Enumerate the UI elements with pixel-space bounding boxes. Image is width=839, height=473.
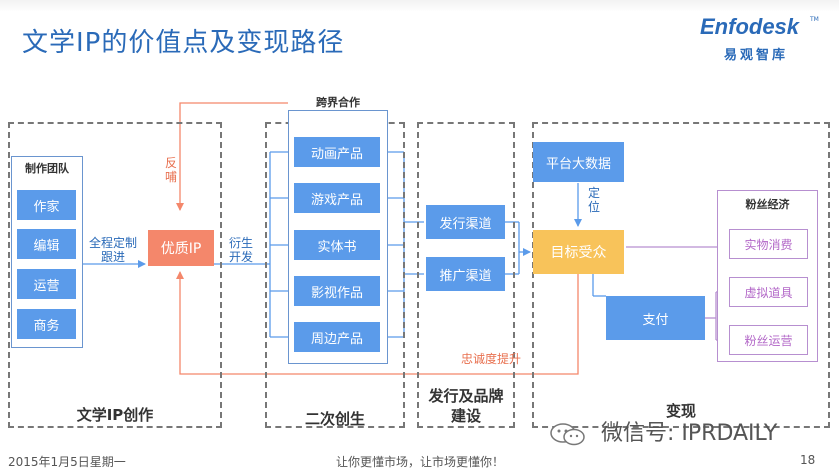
wechat-watermark: 微信号: IPRDAILY (548, 415, 777, 447)
team-member-business: 商务 (17, 309, 76, 339)
crossover-game: 游戏产品 (294, 183, 380, 213)
payment-node: 支付 (606, 296, 705, 340)
channel-distribution: 发行渠道 (426, 205, 505, 239)
fan-virtual-items: 虚拟道具 (729, 277, 808, 307)
footer-date: 2015年1月5日星期一 (8, 455, 126, 469)
fan-economy-header: 粉丝经济 (745, 198, 790, 211)
crossover-animation: 动画产品 (294, 137, 380, 167)
distribution-section (417, 122, 515, 428)
top-rule (0, 0, 839, 12)
crossover-film: 影视作品 (294, 276, 380, 306)
channel-promotion: 推广渠道 (426, 257, 505, 291)
logo-sub-text: 易观智库 (724, 48, 789, 63)
fan-operations: 粉丝运营 (729, 325, 808, 355)
wechat-id-text: 微信号: IPRDAILY (601, 421, 778, 446)
team-member-editor: 编辑 (17, 229, 76, 259)
creation-section-label: 文学IP创作 (76, 406, 154, 424)
logo-tm: TM (810, 16, 819, 23)
fan-physical-consumption: 实物消费 (729, 229, 808, 259)
crossover-merch: 周边产品 (294, 322, 380, 352)
custom-follow-label: 全程定制跟进 (88, 236, 137, 264)
team-member-operations: 运营 (17, 269, 76, 299)
derive-label: 衍生开发 (228, 236, 253, 264)
monetization-section-label: 变现 (665, 402, 696, 420)
wechat-icon (548, 421, 588, 447)
crossover-header: 跨界合作 (316, 96, 360, 109)
enfodesk-logo: Enfodesk TM 易观智库 (700, 14, 820, 66)
footer-page-number: 18 (800, 453, 816, 467)
creation-section (8, 122, 222, 428)
target-audience-node: 目标受众 (533, 230, 624, 274)
core-ip-node: 优质IP (148, 230, 214, 266)
platform-data-node: 平台大数据 (533, 142, 624, 182)
secondary-section-label: 二次创生 (304, 410, 365, 428)
loyalty-label: 忠诚度提升 (460, 352, 521, 366)
crossover-book: 实体书 (294, 230, 380, 260)
distribution-section-label: 发行及品牌建设 (428, 387, 504, 425)
team-header: 制作团队 (25, 162, 69, 175)
monetization-section (532, 122, 830, 428)
footer-slogan: 让你更懂市场，让市场更懂你！ (335, 455, 504, 469)
position-label: 定位 (587, 186, 600, 214)
logo-main-text: Enfodesk (700, 14, 800, 39)
feedback-label: 反哺 (164, 156, 177, 184)
page-title: 文学IP的价值点及变现路径 (22, 28, 345, 58)
team-member-writer: 作家 (17, 190, 76, 220)
